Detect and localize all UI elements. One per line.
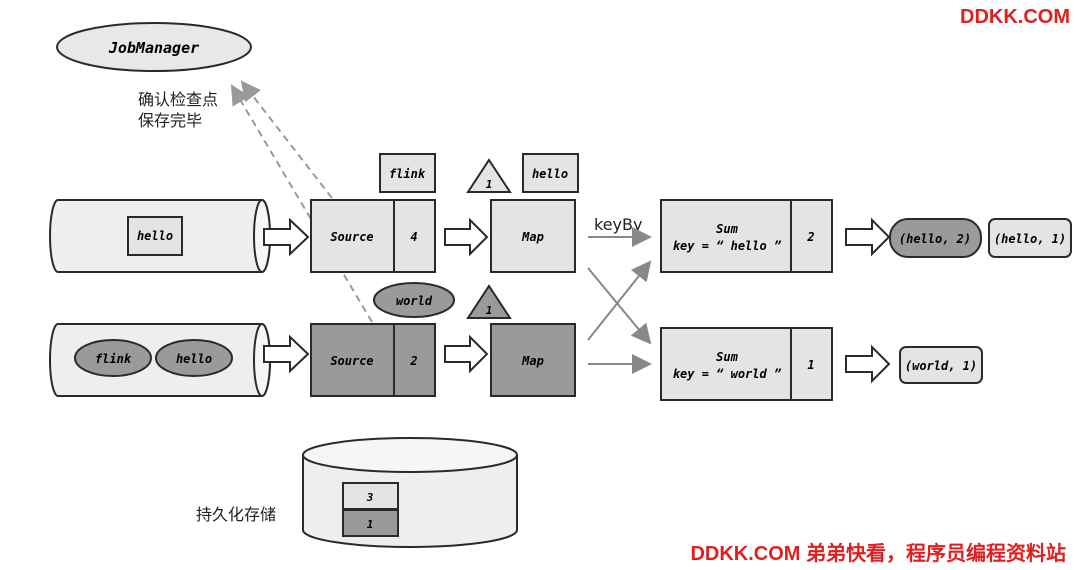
output-label: (hello, 2)	[899, 232, 971, 246]
source-offset: 2	[409, 354, 417, 368]
shuffle-arrow	[587, 260, 652, 341]
record-oval	[74, 339, 152, 377]
output-record	[889, 218, 982, 258]
checkpoint-ack-line2: 保存完毕	[138, 111, 202, 130]
source-operator-2: Source 2	[310, 323, 436, 397]
barrier-triangle-top	[466, 158, 512, 193]
input-partition-1: hello	[49, 199, 271, 273]
storage-entry	[342, 509, 399, 537]
output-label: (world, 1)	[905, 359, 977, 373]
source-offset: 4	[410, 230, 417, 244]
sum-key: key = “ world ”	[673, 367, 782, 381]
output-record	[988, 218, 1072, 258]
ack-arrow-bottom	[230, 84, 373, 323]
flow-arrow	[444, 334, 489, 374]
sum-label: Sum	[716, 350, 738, 364]
output-label: (hello, 1)	[994, 232, 1066, 246]
sum-label: Sum	[716, 222, 738, 236]
sum-count: 2	[806, 230, 814, 244]
source-label: Source	[330, 230, 373, 244]
inflight-record	[379, 153, 436, 193]
record-label: flink	[95, 352, 132, 366]
record-label: hello	[137, 229, 173, 243]
barrier-triangle-bottom	[466, 284, 512, 319]
barrier-label: 1	[486, 178, 493, 191]
watermark-top: DDKK.COM	[960, 6, 1070, 28]
flow-arrow	[263, 217, 310, 257]
persistent-storage: 3 1	[302, 437, 518, 548]
checkpoint-ack-line1: 确认检查点	[138, 90, 218, 109]
output-record	[899, 346, 983, 384]
flow-arrow	[444, 217, 489, 257]
map-label: Map	[521, 230, 544, 244]
inflight-record-oval	[373, 282, 455, 318]
shuffle-arrow	[587, 267, 652, 345]
inflight-record	[522, 153, 579, 193]
map-operator-2: Map	[490, 323, 576, 397]
flow-arrow	[845, 344, 891, 384]
storage-entry-label: 1	[367, 518, 374, 531]
map-operator-1: Map	[490, 199, 576, 273]
watermark-bottom: DDKK.COM 弟弟快看，程序员编程资料站	[690, 543, 1066, 565]
inflight-label: flink	[389, 167, 426, 181]
sum-count: 1	[807, 358, 814, 372]
map-label: Map	[521, 354, 544, 368]
storage-entry-label: 3	[366, 491, 374, 504]
storage-label: 持久化存储	[196, 505, 276, 524]
flow-arrow	[263, 334, 310, 374]
inflight-label: hello	[532, 167, 568, 181]
sum-operator-1: Sum key = “ hello ” 2	[660, 199, 833, 273]
sum-key: key = “ hello ”	[673, 239, 782, 253]
input-partition-2: flink hello	[49, 323, 271, 397]
source-operator-1: Source 4	[310, 199, 436, 273]
job-manager-label: JobManager	[108, 39, 199, 57]
record-box	[127, 216, 183, 256]
record-oval	[155, 339, 233, 377]
storage-entry	[342, 482, 399, 510]
sum-operator-2: Sum key = “ world ” 1	[660, 327, 833, 401]
keyby-label: keyBy	[594, 215, 642, 234]
barrier-label: 1	[486, 304, 493, 317]
job-manager-node: JobManager	[56, 22, 252, 72]
ack-arrow-top	[240, 80, 333, 199]
inflight-label: world	[396, 294, 433, 308]
record-label: hello	[176, 352, 212, 366]
source-label: Source	[330, 354, 373, 368]
flow-arrow	[845, 217, 891, 257]
